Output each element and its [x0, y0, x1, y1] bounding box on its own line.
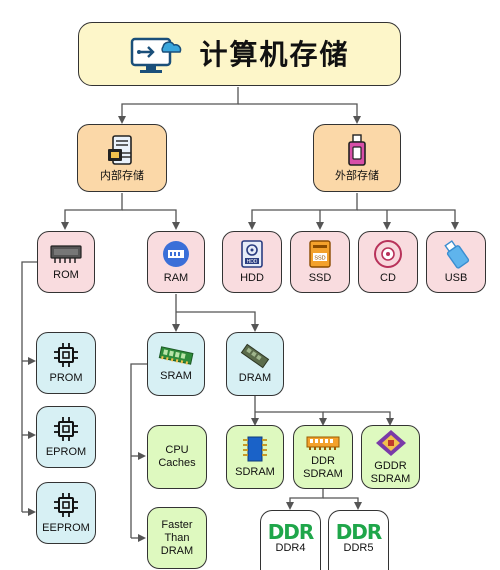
node-prom: PROM: [36, 332, 96, 394]
node-ddr4: DDR DDR4: [260, 510, 321, 570]
node-internal-storage: 内部存储: [77, 124, 167, 192]
rom-label: ROM: [53, 269, 79, 281]
internal-storage-label: 内部存储: [100, 170, 144, 182]
chip-icon: [54, 417, 78, 441]
ssd-icon-text: SSD: [314, 256, 325, 262]
node-ssd: SSD SSD: [290, 231, 350, 293]
node-eprom: EPROM: [36, 406, 96, 468]
node-sdram: SDRAM: [226, 425, 284, 489]
gpu-chip-icon: [375, 429, 406, 456]
node-faster-than-dram: Faster Than DRAM: [147, 507, 207, 569]
hdd-icon-text: HDD: [247, 259, 258, 265]
ram-module-icon: [240, 343, 270, 369]
gddr-sdram-label: GDDR SDRAM: [370, 459, 411, 485]
usb-stick-icon: [444, 240, 470, 269]
node-eeprom: EEPROM: [36, 482, 96, 544]
node-hdd: HDD HDD: [222, 231, 282, 293]
page-title: 计算机存储: [199, 37, 350, 71]
node-cd: CD: [358, 231, 418, 293]
sdram-chip-icon: [243, 436, 267, 462]
external-storage-label: 外部存储: [335, 170, 379, 182]
ssd-icon: SSD: [309, 240, 331, 268]
node-dram: DRAM: [226, 332, 284, 396]
faster-than-dram-label: Faster Than DRAM: [160, 518, 194, 557]
node-gddr-sdram: GDDR SDRAM: [361, 425, 420, 489]
ddr5-logo-icon: DDR: [335, 520, 383, 544]
sdram-label: SDRAM: [235, 466, 275, 478]
node-cpu-caches: CPU Caches: [147, 425, 207, 489]
eeprom-label: EEPROM: [42, 522, 90, 534]
ssd-label: SSD: [308, 272, 332, 284]
cd-label: CD: [380, 272, 396, 284]
prom-label: PROM: [49, 372, 83, 384]
chip-icon: [54, 493, 78, 517]
node-ram: RAM: [147, 231, 205, 293]
ddr-sdram-label: DDR SDRAM: [303, 454, 343, 480]
ddr4-logo-icon: DDR: [267, 520, 315, 544]
chip-icon: [54, 343, 78, 367]
node-ddr-sdram: DDR SDRAM: [293, 425, 353, 489]
dram-label: DRAM: [238, 372, 272, 384]
hard-drive-icon: HDD: [241, 240, 263, 268]
cloud-computer-icon: [131, 37, 182, 73]
node-rom: ROM: [37, 231, 95, 293]
ddr-module-icon: [306, 436, 340, 450]
node-sram: SRAM: [147, 332, 205, 396]
node-external-storage: 外部存储: [313, 124, 401, 192]
usb-drive-icon: [348, 134, 366, 166]
cpu-caches-label: CPU Caches: [158, 444, 196, 469]
ram-module-icon: [158, 346, 194, 365]
sram-label: SRAM: [160, 370, 192, 382]
ddr4-label: DDR4: [275, 542, 306, 554]
ram-label: RAM: [163, 272, 189, 284]
node-usb: USB: [426, 231, 486, 293]
server-chip-icon: [108, 135, 132, 165]
eprom-label: EPROM: [45, 446, 87, 458]
ddr5-label: DDR5: [343, 542, 374, 554]
memory-chip-icon: [50, 245, 82, 263]
cd-disc-icon: [374, 240, 402, 268]
ram-stick-icon: [163, 241, 189, 267]
node-ddr5: DDR DDR5: [328, 510, 389, 570]
usb-label: USB: [444, 272, 468, 284]
hdd-label: HDD: [240, 272, 264, 284]
title-box: 计算机存储: [78, 22, 401, 86]
